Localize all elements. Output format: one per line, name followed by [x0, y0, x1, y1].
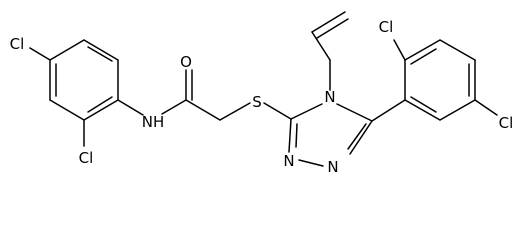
atom-n4: N — [324, 88, 335, 106]
bond-c-cl-right-top — [393, 39, 406, 61]
atom-oxygen: O — [180, 53, 192, 71]
atom-cl-right-top: Cl — [379, 18, 394, 36]
right-dichlorophenyl-ring — [404, 39, 476, 121]
bond-allyl-ch-ch2-double — [316, 18, 349, 39]
bond-allyl-ch2-ch — [311, 31, 331, 61]
atom-cl-left-bottom: Cl — [79, 149, 94, 167]
bond-nh-carbonyl — [161, 99, 187, 115]
bond-ch2-sulfur — [219, 102, 251, 121]
triazole-ring — [288, 103, 373, 167]
atom-sulfur: S — [252, 93, 262, 111]
atom-cl-right-end: Cl — [499, 114, 514, 132]
atom-cl-left-top: Cl — [10, 35, 25, 53]
bond-allyl-ch-ch2 — [311, 11, 346, 33]
bond-ring-nh — [117, 99, 144, 116]
atom-n1: N — [283, 152, 294, 170]
bond-c-cl-left-top — [29, 47, 51, 61]
molecule-structure-drawing: Cl Cl NH O S N N N Cl Cl — [10, 11, 514, 176]
bond-sulfur-c3 — [263, 102, 292, 120]
bond-carbonyl-ch2 — [185, 99, 221, 121]
atom-nh: NH — [142, 113, 165, 131]
bond-c5-right-ring — [371, 99, 406, 122]
left-dichlorophenyl-ring — [49, 39, 119, 121]
atom-n2: N — [327, 158, 338, 176]
bond-c-cl-right-end — [474, 99, 498, 116]
